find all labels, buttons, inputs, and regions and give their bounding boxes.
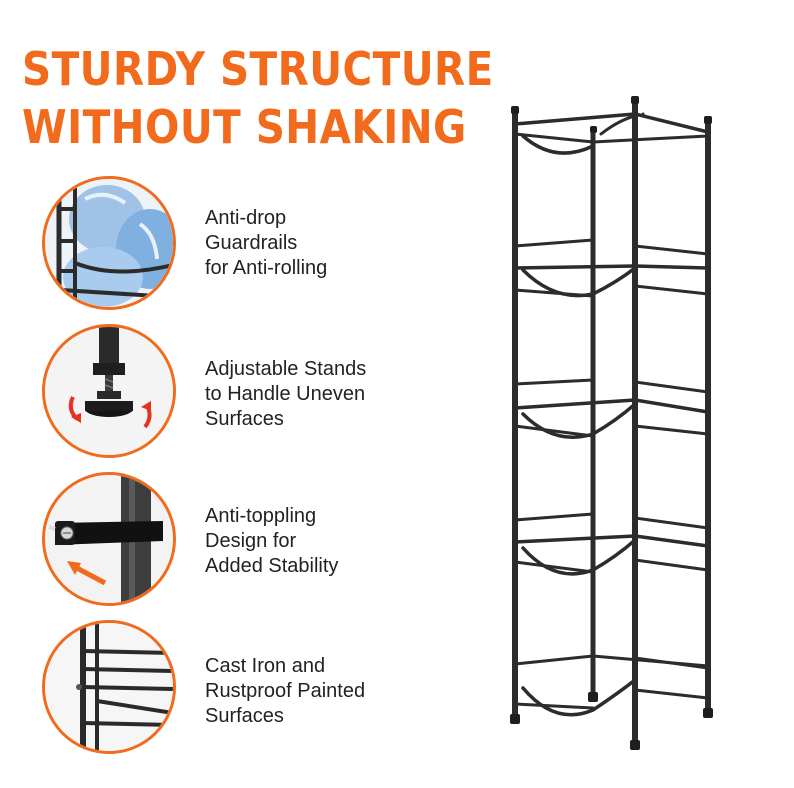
feature-text: Adjustable Stands to Handle Uneven Surfa…	[205, 357, 366, 432]
feature-line: Guardrails	[205, 232, 298, 254]
feature-adjustable-stands: Adjustable Stands to Handle Uneven Surfa…	[42, 324, 482, 464]
feature-line: for Anti-rolling	[205, 257, 328, 279]
feature-text: Anti-drop Guardrails for Anti-rolling	[205, 206, 327, 281]
headline-line-1: STURDY STRUCTURE	[22, 42, 494, 96]
water-bottle-rack-icon	[495, 90, 735, 765]
feature-line: Rustproof Painted	[205, 680, 366, 702]
feature-line: Anti-drop	[205, 207, 287, 229]
feature-cast-iron: Cast Iron and Rustproof Painted Surfaces	[42, 620, 482, 760]
feature-anti-toppling: Anti-toppling Design for Added Stability	[42, 472, 482, 612]
feature-line: Added Stability	[205, 555, 339, 577]
feature-line: Adjustable Stands	[205, 358, 367, 380]
feature-line: Anti-toppling	[205, 505, 317, 527]
feature-line: Surfaces	[205, 408, 284, 430]
feature-line: to Handle Uneven	[205, 383, 366, 405]
adjustable-foot-closeup-icon	[42, 324, 176, 458]
headline-line-2: WITHOUT SHAKING	[22, 100, 467, 154]
guardrail-closeup-icon	[42, 176, 176, 310]
feature-line: Cast Iron and	[205, 655, 326, 677]
feature-anti-drop: Anti-drop Guardrails for Anti-rolling	[42, 176, 482, 316]
feature-line: Design for	[205, 530, 297, 552]
feature-text: Cast Iron and Rustproof Painted Surfaces	[205, 654, 365, 729]
iron-frame-closeup-icon	[42, 620, 176, 754]
headline: STURDY STRUCTURE WITHOUT SHAKING	[22, 40, 494, 156]
anti-tip-strap-closeup-icon	[42, 472, 176, 606]
feature-text: Anti-toppling Design for Added Stability	[205, 504, 338, 579]
feature-line: Surfaces	[205, 705, 284, 727]
